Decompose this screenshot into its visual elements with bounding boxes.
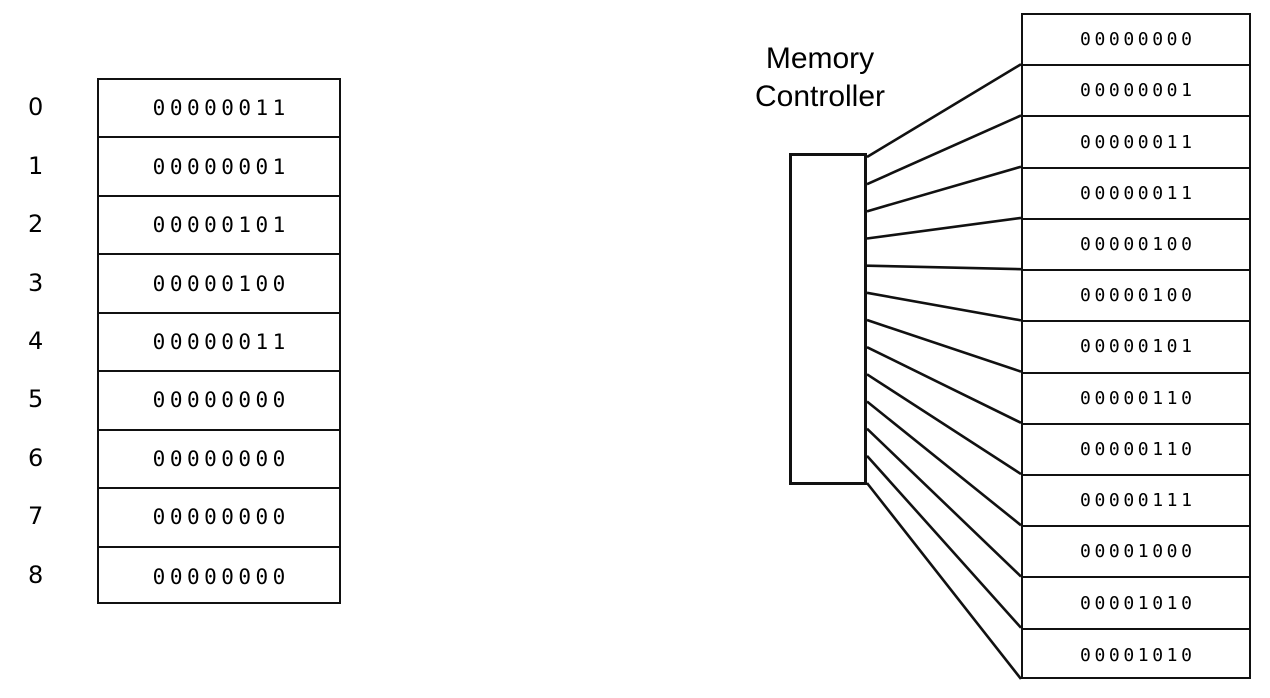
logical-memory-row: 00000000 [99, 431, 339, 490]
physical-memory-row: 00000001 [1023, 66, 1249, 118]
physical-memory-bits: 00001010 [1080, 592, 1196, 614]
row-index-label: 3 [28, 268, 44, 297]
physical-memory-row: 00001000 [1023, 527, 1249, 579]
row-index-label: 7 [28, 502, 44, 531]
logical-memory-bits: 00000011 [152, 96, 290, 121]
physical-memory-bits: 00000001 [1080, 80, 1196, 102]
physical-memory-row: 00000000 [1023, 15, 1249, 67]
memory-controller-box [789, 153, 867, 485]
physical-memory-row: 00000100 [1023, 220, 1249, 272]
physical-memory-row: 00000011 [1023, 117, 1249, 169]
connector-line [866, 427, 1022, 578]
memory-controller-label: Memory Controller [700, 40, 940, 115]
physical-memory-bits: 00001000 [1080, 541, 1196, 563]
physical-memory-bits: 00000011 [1080, 131, 1196, 153]
physical-memory-bits: 00000000 [1080, 29, 1196, 51]
physical-memory-row: 00000111 [1023, 476, 1249, 528]
physical-memory-bits: 00000110 [1080, 438, 1196, 460]
connector-line [866, 114, 1022, 186]
connector-line [866, 264, 1022, 271]
logical-memory-row: 00000101 [99, 197, 339, 256]
physical-memory-row: 00000100 [1023, 271, 1249, 323]
physical-memory-bits: 00000111 [1080, 490, 1196, 512]
physical-memory-bits: 00000100 [1080, 285, 1196, 307]
connector-line [866, 346, 1022, 425]
physical-memory-row: 00001010 [1023, 578, 1249, 630]
connector-line [866, 291, 1022, 322]
logical-memory-row: 00000001 [99, 138, 339, 197]
logical-memory-bits: 00000000 [152, 505, 290, 530]
row-index-label: 1 [28, 151, 44, 180]
connector-line [865, 482, 1023, 680]
logical-memory-bits: 00000011 [152, 329, 290, 354]
row-index-label: 4 [28, 326, 44, 355]
physical-memory-bits: 00000100 [1080, 233, 1196, 255]
physical-memory-row: 00001010 [1023, 630, 1249, 681]
connector-line [866, 400, 1022, 527]
row-index-label: 6 [28, 443, 44, 472]
physical-memory-row: 00000101 [1023, 322, 1249, 374]
connector-line [866, 216, 1022, 240]
physical-memory-table: 00000000 00000001 00000011 00000011 00000100… [1021, 13, 1251, 679]
logical-memory-bits: 00000001 [152, 154, 290, 179]
logical-memory-table: 00000011 00000001 00000101 00000100 00000011… [97, 78, 341, 604]
physical-memory-row: 00000011 [1023, 169, 1249, 220]
memory-controller-label-line-2: Controller [754, 79, 886, 113]
physical-memory-bits: 00000011 [1080, 182, 1196, 204]
row-index-label: 8 [28, 560, 44, 589]
logical-memory-bits: 00000101 [152, 213, 290, 238]
row-index-label: 0 [28, 93, 44, 122]
logical-memory-row: 00000000 [99, 372, 339, 431]
physical-memory-bits: 00000101 [1080, 336, 1196, 358]
physical-memory-bits: 00000110 [1080, 387, 1196, 409]
connector-line [866, 373, 1022, 476]
connector-line [866, 318, 1022, 373]
physical-memory-row: 00000110 [1023, 425, 1249, 476]
logical-memory-row: 00000000 [99, 548, 339, 606]
logical-memory-row: 00000000 [99, 489, 339, 548]
logical-memory-bits: 00000000 [152, 388, 290, 413]
connector-line [866, 165, 1022, 213]
logical-memory-row: 00000100 [99, 255, 339, 314]
row-index-label: 2 [28, 210, 44, 239]
left-table-index-column: 0 1 2 3 4 5 6 7 8 [18, 78, 80, 604]
logical-memory-bits: 00000000 [152, 446, 290, 471]
physical-memory-row: 00000110 [1023, 374, 1249, 425]
connector-line [866, 454, 1022, 629]
logical-memory-bits: 00000000 [152, 564, 290, 589]
physical-memory-bits: 00001010 [1080, 644, 1196, 666]
row-index-label: 5 [28, 385, 44, 414]
logical-memory-row: 00000011 [99, 314, 339, 373]
memory-controller-label-line-1: Memory [765, 42, 875, 75]
logical-memory-bits: 00000100 [152, 271, 290, 296]
logical-memory-row: 00000011 [99, 80, 339, 139]
